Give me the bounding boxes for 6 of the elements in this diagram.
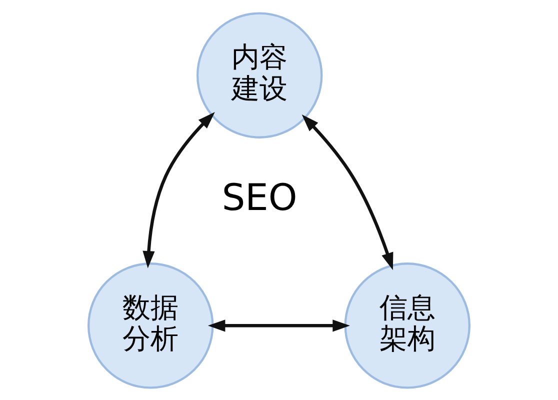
arrow <box>302 114 394 270</box>
node-circle: 数据分析 <box>88 262 214 388</box>
arrow <box>142 111 215 268</box>
node-circle: 信息架构 <box>344 262 470 388</box>
label: SEO <box>222 175 298 218</box>
arrow <box>208 319 350 332</box>
